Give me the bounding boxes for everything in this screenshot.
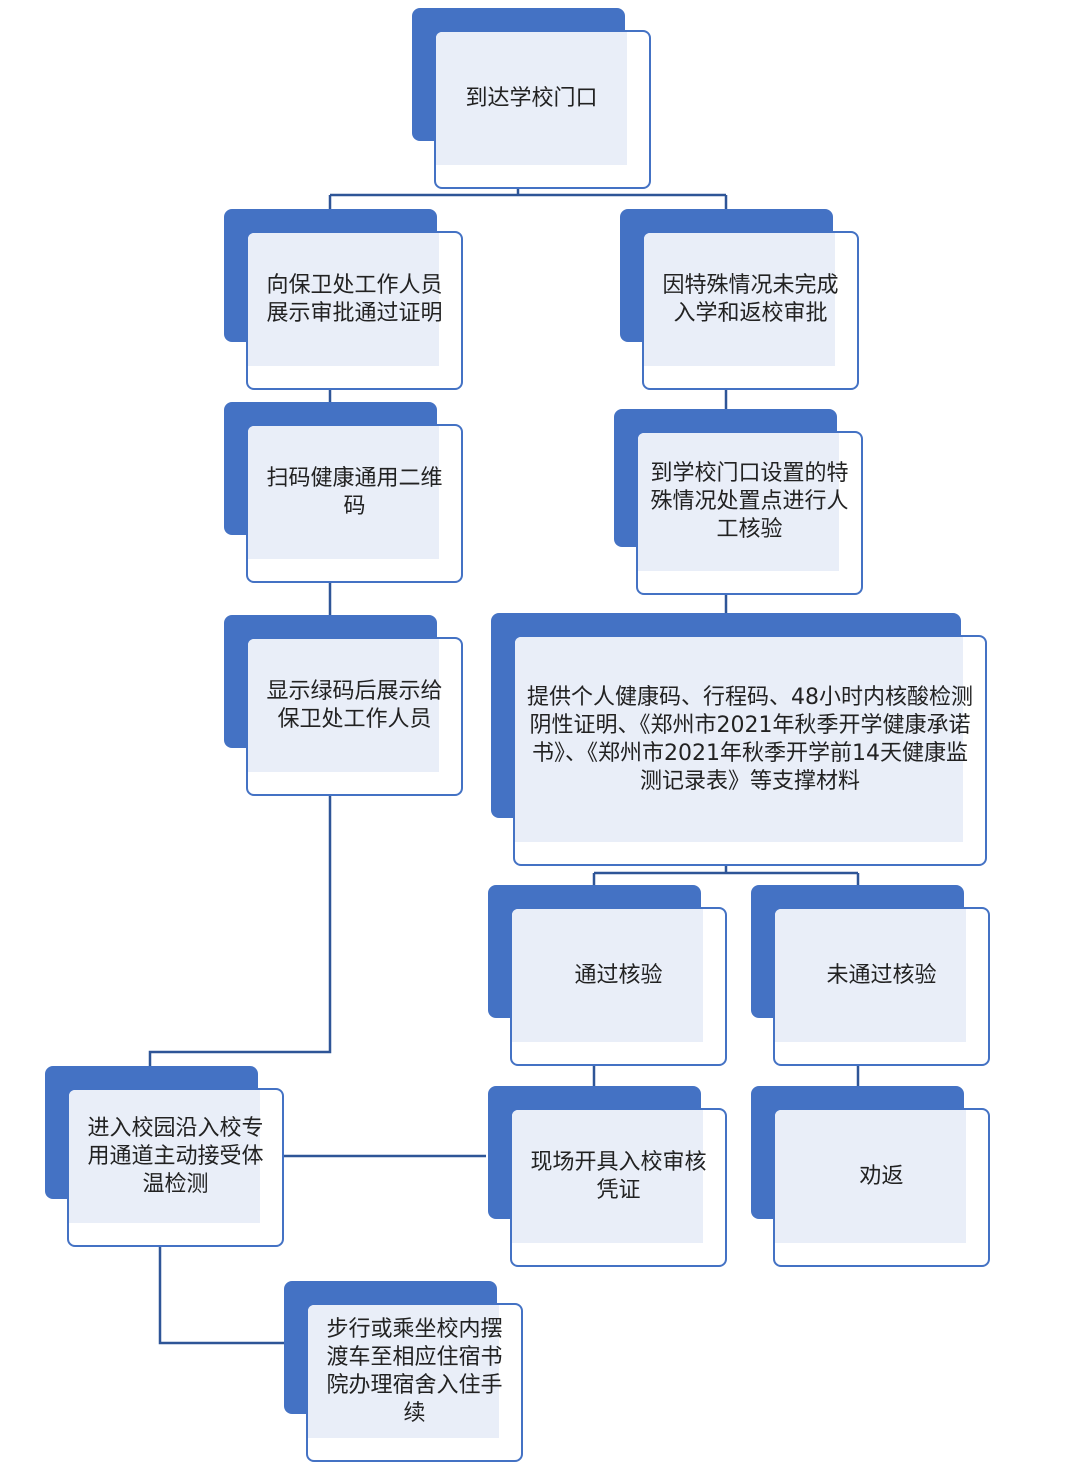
connector-green-enter xyxy=(148,772,332,1088)
node-fail-label: 未通过核验 xyxy=(826,962,937,988)
node-provide-docs-label: 提供个人健康码、行程码、48小时内核酸检测阴性证明、《郑州市2021年秋季开学健… xyxy=(527,684,973,794)
node-dorm-label: 步行或乘坐校内摆渡车至相应住宿书院办理宿舍入住手续 xyxy=(326,1316,503,1426)
node-arrive-label: 到达学校门口 xyxy=(465,85,598,111)
node-pass-label: 通过核验 xyxy=(574,962,663,988)
node-show-approval-label: 向保卫处工作人员展示审批通过证明 xyxy=(266,272,443,326)
node-issue-voucher-label: 现场开具入校审核凭证 xyxy=(530,1149,707,1203)
connector-enter-dorm xyxy=(158,1224,306,1345)
node-show-green-label: 显示绿码后展示给保卫处工作人员 xyxy=(266,678,443,732)
node-special-case-label: 因特殊情况未完成入学和返校审批 xyxy=(662,272,839,326)
node-scan-code-label: 扫码健康通用二维码 xyxy=(266,465,443,519)
node-manual-check-label: 到学校门口设置的特殊情况处置点进行人工核验 xyxy=(650,461,849,542)
node-dissuade-label: 劝返 xyxy=(859,1163,904,1189)
node-enter-campus-label: 进入校园沿入校专用通道主动接受体温检测 xyxy=(87,1115,264,1197)
